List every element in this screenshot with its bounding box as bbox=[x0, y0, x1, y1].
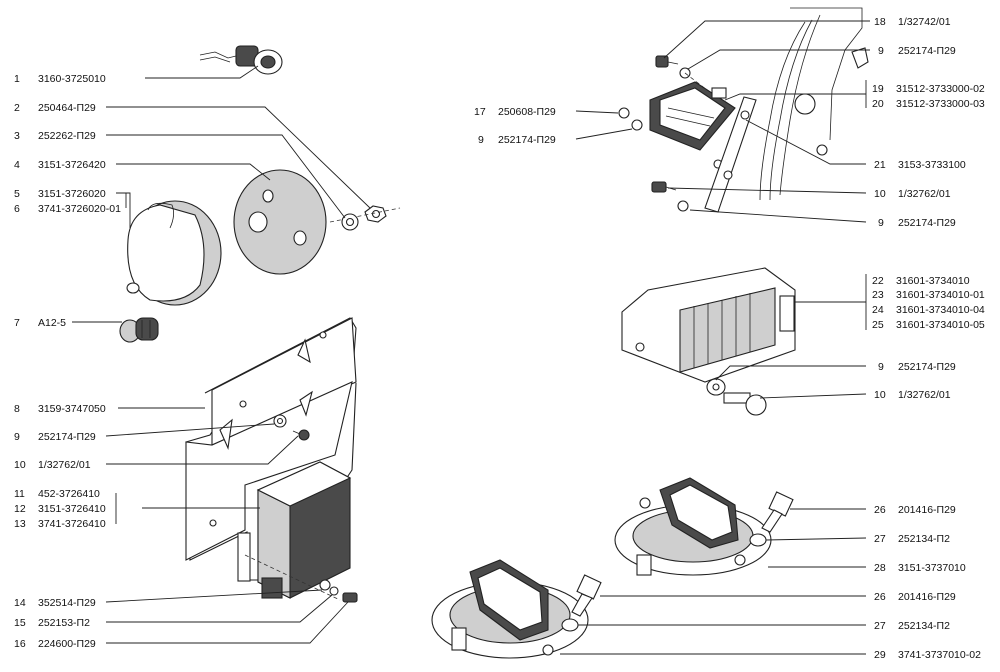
nut-part-2 bbox=[329, 205, 401, 223]
callout-number: 27 bbox=[874, 533, 886, 545]
part-code: 224600-П29 bbox=[38, 638, 96, 650]
part-code: 31601-3734010-04 bbox=[896, 304, 985, 316]
part-code: 31601-3734010-05 bbox=[896, 319, 985, 331]
part-code: 252262-П29 bbox=[38, 130, 96, 142]
callout-number: 16 bbox=[14, 638, 26, 650]
part-code: 3741-3726020-01 bbox=[38, 203, 121, 215]
gasket-part-4 bbox=[233, 169, 327, 275]
callout-number: 29 bbox=[874, 649, 886, 661]
part-code: 252174-П29 bbox=[38, 431, 96, 443]
part-code: 3741-3726410 bbox=[38, 518, 106, 530]
part-code: 1/32762/01 bbox=[38, 459, 91, 471]
callout-number: 12 bbox=[14, 503, 26, 515]
callout-number: 8 bbox=[14, 403, 20, 415]
part-code: 352514-П29 bbox=[38, 597, 96, 609]
part-code: 3160-3725010 bbox=[38, 73, 106, 85]
callout-number: 5 bbox=[14, 188, 20, 200]
callout-number: 26 bbox=[874, 591, 886, 603]
part-code: 3151-3726420 bbox=[38, 159, 106, 171]
callout-number: 9 bbox=[14, 431, 20, 443]
callout-number: 2 bbox=[14, 102, 20, 114]
callout-number: 3 bbox=[14, 130, 20, 142]
callout-number: 9 bbox=[478, 134, 484, 146]
callout-number: 10 bbox=[14, 459, 26, 471]
regulator-parts-22-25 bbox=[621, 267, 796, 383]
part-code: 3741-3737010-02 bbox=[898, 649, 981, 661]
regulator-parts-19-20 bbox=[649, 81, 736, 169]
callout-number: 11 bbox=[14, 488, 25, 500]
motor-mount-part-28 bbox=[614, 477, 772, 576]
washer-screw-parts-9-10-lower bbox=[706, 378, 767, 416]
callout-number: 10 bbox=[874, 188, 886, 200]
callout-number: 15 bbox=[14, 617, 26, 629]
part-code: 31512-3733000-02 bbox=[896, 83, 985, 95]
callout-number: 13 bbox=[14, 518, 26, 530]
mounting-strip-part-21 bbox=[704, 96, 757, 213]
callout-number: 9 bbox=[878, 45, 884, 57]
part-code: 3151-3726410 bbox=[38, 503, 106, 515]
motor-mount-part-29 bbox=[431, 559, 589, 659]
callout-number: 21 bbox=[874, 159, 886, 171]
part-code: 3151-3737010 bbox=[898, 562, 966, 574]
part-code: 31601-3734010 bbox=[896, 275, 970, 287]
callout-number: 25 bbox=[872, 319, 884, 331]
callout-number: 22 bbox=[872, 275, 884, 287]
lock-washer-part-3 bbox=[341, 213, 359, 231]
callout-number: 14 bbox=[14, 597, 26, 609]
bolt-washer-parts-26-27-lower bbox=[561, 574, 602, 632]
part-code: 1/32762/01 bbox=[898, 188, 951, 200]
part-code: 252174-П29 bbox=[498, 134, 556, 146]
part-code: 252134-П2 bbox=[898, 620, 950, 632]
washer-screw-parts-9-10 bbox=[273, 414, 310, 441]
part-code: 250464-П29 bbox=[38, 102, 96, 114]
bulb-part-7 bbox=[119, 317, 159, 343]
part-code: 452-3726410 bbox=[38, 488, 100, 500]
part-code: 252174-П29 bbox=[898, 217, 956, 229]
callout-number: 4 bbox=[14, 159, 20, 171]
callout-number: 10 bbox=[874, 389, 886, 401]
callout-number: 6 bbox=[14, 203, 20, 215]
bolt-washer-parts-26-27-upper bbox=[749, 491, 794, 547]
part-code: 1/32762/01 bbox=[898, 389, 951, 401]
callout-number: 7 bbox=[14, 317, 20, 329]
callout-number: 17 bbox=[474, 106, 486, 118]
socket-part-1 bbox=[199, 45, 283, 75]
leader-lines bbox=[72, 20, 870, 655]
part-code: 252134-П2 bbox=[898, 533, 950, 545]
part-code: А12-5 bbox=[38, 317, 66, 329]
part-code: 3159-3747050 bbox=[38, 403, 106, 415]
part-code: 201416-П29 bbox=[898, 504, 956, 516]
callout-number: 9 bbox=[878, 361, 884, 373]
screw-washer-parts-10-9 bbox=[651, 181, 689, 212]
relay-block-parts-11-13 bbox=[256, 461, 352, 599]
nut-washer-parts-17-9 bbox=[618, 107, 643, 131]
part-code: 201416-П29 bbox=[898, 591, 956, 603]
part-code: 252174-П29 bbox=[898, 45, 956, 57]
lamp-housing-part-5-6 bbox=[126, 200, 222, 306]
callout-number: 9 bbox=[878, 217, 884, 229]
callout-number: 27 bbox=[874, 620, 886, 632]
part-code: 31512-3733000-03 bbox=[896, 98, 985, 110]
callout-number: 18 bbox=[874, 16, 886, 28]
callout-number: 26 bbox=[874, 504, 886, 516]
callout-number: 1 bbox=[14, 73, 20, 85]
callout-labels: 1 3160-3725010 2 250464-П29 3 252262-П29… bbox=[14, 16, 985, 661]
part-code: 3153-3733100 bbox=[898, 159, 966, 171]
part-code: 250608-П29 bbox=[498, 106, 556, 118]
part-code: 31601-3734010-01 bbox=[896, 289, 985, 301]
callout-number: 24 bbox=[872, 304, 884, 316]
part-code: 3151-3726020 bbox=[38, 188, 106, 200]
callout-number: 19 bbox=[872, 83, 884, 95]
part-code: 252174-П29 bbox=[898, 361, 956, 373]
body-panel bbox=[759, 7, 869, 201]
callout-number: 23 bbox=[872, 289, 884, 301]
part-code: 252153-П2 bbox=[38, 617, 90, 629]
callout-number: 20 bbox=[872, 98, 884, 110]
fasteners-parts-14-16 bbox=[244, 554, 358, 603]
part-code: 1/32742/01 bbox=[898, 16, 951, 28]
callout-number: 28 bbox=[874, 562, 886, 574]
